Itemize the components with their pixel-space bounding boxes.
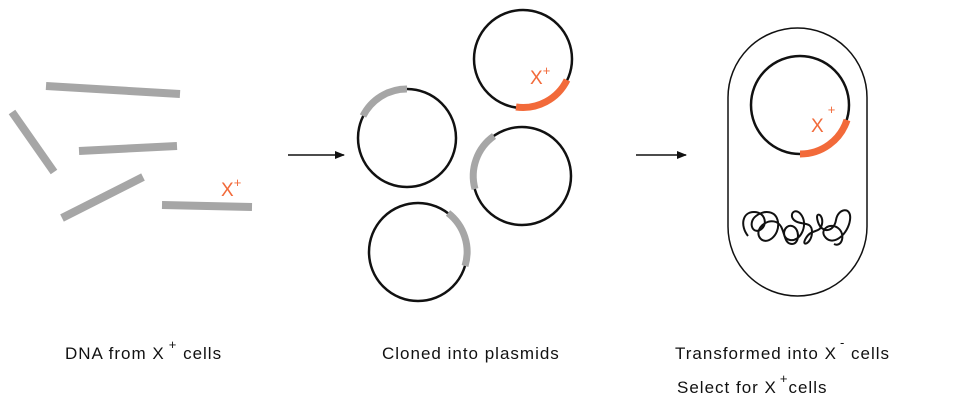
caption-cloned: Cloned into plasmids [382, 344, 560, 363]
plasmid-insert [445, 210, 471, 268]
cell-membrane [727, 27, 868, 297]
dna-fragment [60, 173, 145, 222]
caption-select: Select for X+cells [677, 371, 827, 397]
dna-fragments [8, 82, 253, 222]
plasmids [356, 8, 574, 303]
plasmid-insert-marker [515, 78, 571, 111]
dna-fragment [8, 109, 58, 175]
cell [727, 27, 868, 297]
dna-fragment [78, 142, 178, 155]
marker-label: X+ [221, 175, 241, 201]
marker-label: X+ [530, 63, 550, 89]
plasmid-insert-marker [799, 118, 851, 158]
dna-fragment-marker [161, 201, 253, 211]
plasmid-insert [359, 85, 408, 118]
dna-fragment [45, 82, 181, 98]
caption-transformed: Transformed into X- cells [675, 335, 890, 363]
bacterial-chromosome [742, 209, 852, 246]
plasmid-insert [469, 133, 497, 190]
marker-label: X+ [811, 102, 835, 137]
caption-dna: DNA from X+ cells [65, 337, 222, 363]
